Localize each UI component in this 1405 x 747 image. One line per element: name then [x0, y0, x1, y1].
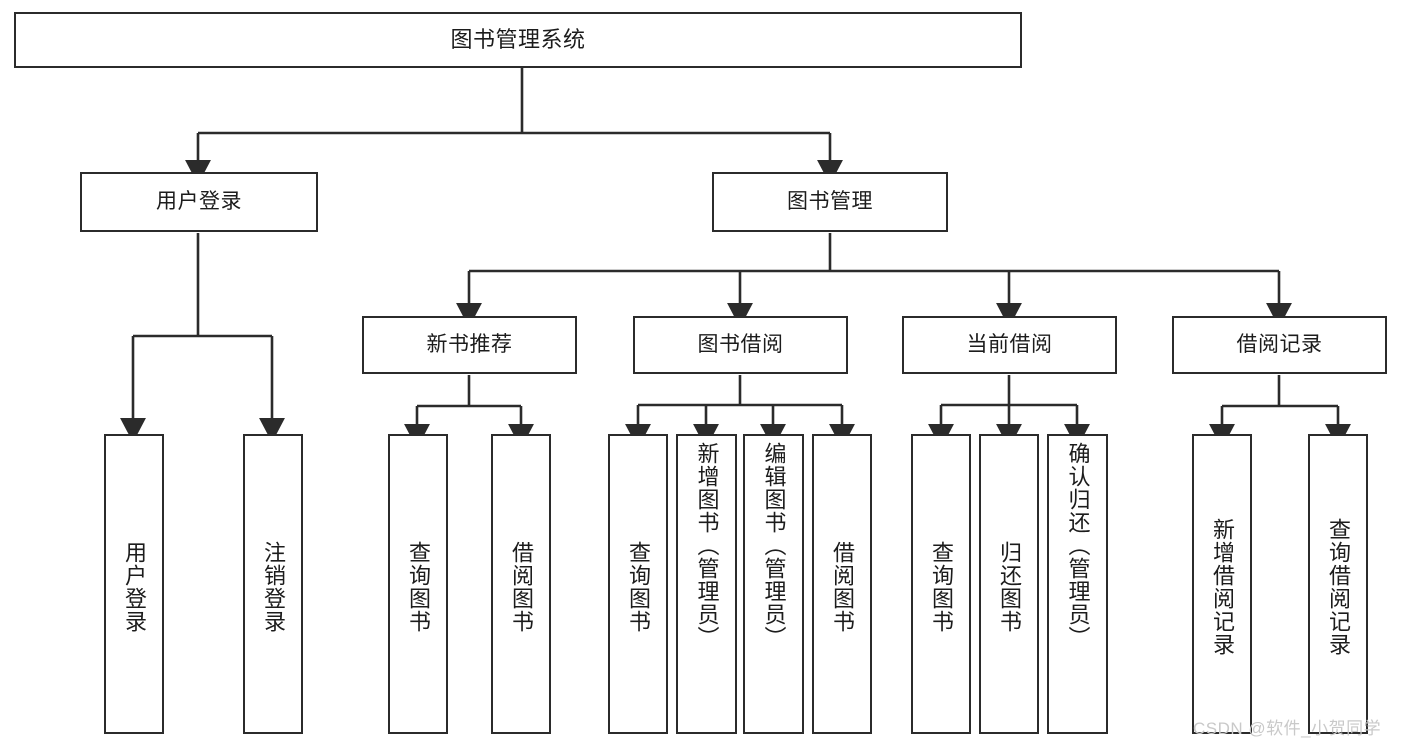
node-book-management[interactable]: 图书管理 — [712, 172, 948, 232]
node-label: 借阅记录 — [1236, 333, 1323, 357]
leaf-borrow-borrow-book[interactable]: 借阅图书 — [812, 434, 872, 734]
leaf-current-confirm-return-admin[interactable]: 确认归还（管理员） — [1047, 434, 1108, 734]
node-label: 借阅图书 — [508, 541, 534, 633]
leaf-record-query-borrow-record[interactable]: 查询借阅记录 — [1308, 434, 1368, 734]
leaf-borrow-edit-book-admin[interactable]: 编辑图书（管理员） — [743, 434, 804, 734]
leaf-new-book-borrow-book[interactable]: 借阅图书 — [491, 434, 551, 734]
node-label: 借阅图书 — [829, 541, 855, 633]
node-current-borrow[interactable]: 当前借阅 — [902, 316, 1117, 374]
node-root-book-management-system[interactable]: 图书管理系统 — [14, 12, 1022, 68]
node-label: 确认归还（管理员） — [1065, 442, 1091, 649]
leaf-user-login-signout[interactable]: 注销登录 — [243, 434, 303, 734]
node-label: 用户登录 — [121, 541, 147, 633]
node-label: 查询图书 — [625, 541, 651, 633]
node-label: 新书推荐 — [426, 333, 513, 357]
node-label: 注销登录 — [260, 541, 286, 633]
node-label: 图书管理 — [787, 190, 873, 214]
node-label: 新增借阅记录 — [1209, 518, 1235, 656]
node-label: 图书管理系统 — [450, 26, 586, 52]
node-label: 查询借阅记录 — [1325, 518, 1351, 656]
csdn-watermark: CSDN @软件_小贺同学 — [1193, 719, 1382, 738]
leaf-current-return-book[interactable]: 归还图书 — [979, 434, 1039, 734]
leaf-user-login-signin[interactable]: 用户登录 — [104, 434, 164, 734]
node-user-login[interactable]: 用户登录 — [80, 172, 318, 232]
node-label: 新增图书（管理员） — [694, 442, 720, 649]
node-borrow-record[interactable]: 借阅记录 — [1172, 316, 1387, 374]
node-label: 查询图书 — [928, 541, 954, 633]
leaf-borrow-add-book-admin[interactable]: 新增图书（管理员） — [676, 434, 737, 734]
leaf-new-book-query-book[interactable]: 查询图书 — [388, 434, 448, 734]
node-label: 查询图书 — [405, 541, 431, 633]
node-new-book-recommend[interactable]: 新书推荐 — [362, 316, 577, 374]
node-label: 编辑图书（管理员） — [761, 442, 787, 649]
node-label: 归还图书 — [996, 541, 1022, 633]
node-label: 用户登录 — [156, 190, 242, 214]
node-label: 图书借阅 — [697, 333, 784, 357]
leaf-record-add-borrow-record[interactable]: 新增借阅记录 — [1192, 434, 1252, 734]
node-label: 当前借阅 — [966, 333, 1053, 357]
leaf-borrow-query-book[interactable]: 查询图书 — [608, 434, 668, 734]
leaf-current-query-book[interactable]: 查询图书 — [911, 434, 971, 734]
node-book-borrow[interactable]: 图书借阅 — [633, 316, 848, 374]
